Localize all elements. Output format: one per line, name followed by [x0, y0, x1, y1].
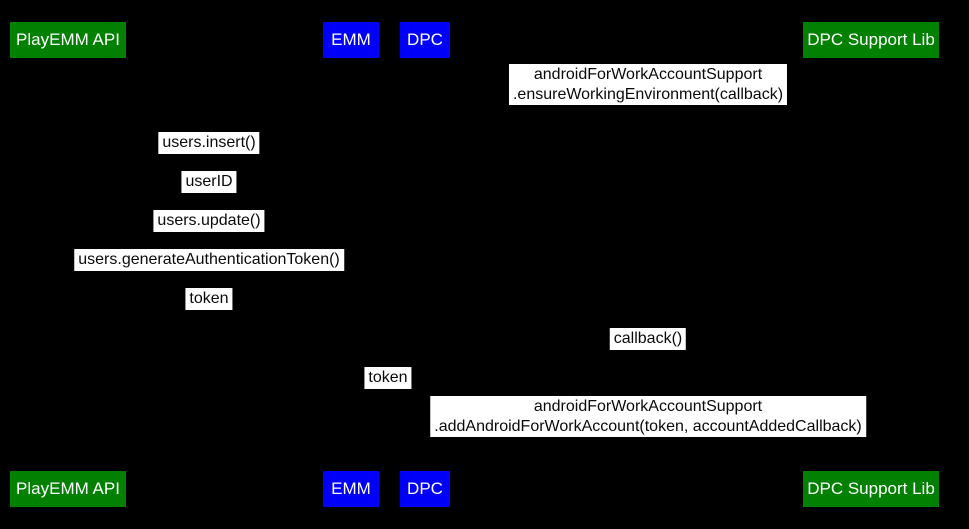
participant-emm-top: EMM: [323, 22, 379, 58]
participant-dpc-support-lib-top: DPC Support Lib: [803, 22, 939, 58]
message-line: androidForWorkAccountSupport: [533, 66, 763, 83]
message-token-to-dpc: token: [364, 367, 412, 389]
message-ensure-working-environment: androidForWorkAccountSupport .ensureWork…: [508, 64, 788, 105]
message-line: .addAndroidForWorkAccount(token, account…: [434, 417, 862, 435]
participant-playemm-api-top: PlayEMM API: [10, 22, 126, 58]
message-line: androidForWorkAccountSupport: [533, 398, 763, 415]
message-token-to-emm: token: [185, 288, 233, 310]
participant-dpc-support-lib-bottom: DPC Support Lib: [803, 471, 939, 507]
message-add-android-for-work-account: androidForWorkAccountSupport .addAndroid…: [430, 396, 866, 437]
message-callback: callback(): [609, 328, 687, 350]
message-user-id: userID: [181, 171, 237, 193]
message-users-generate-authentication-token: users.generateAuthenticationToken(): [74, 249, 344, 271]
message-users-insert: users.insert(): [158, 132, 260, 154]
participant-dpc-top: DPC: [400, 22, 450, 58]
message-users-update: users.update(): [153, 210, 265, 232]
message-line: .ensureWorkingEnvironment(callback): [512, 85, 784, 103]
participant-dpc-bottom: DPC: [400, 471, 450, 507]
participant-emm-bottom: EMM: [323, 471, 379, 507]
participant-playemm-api-bottom: PlayEMM API: [10, 471, 126, 507]
